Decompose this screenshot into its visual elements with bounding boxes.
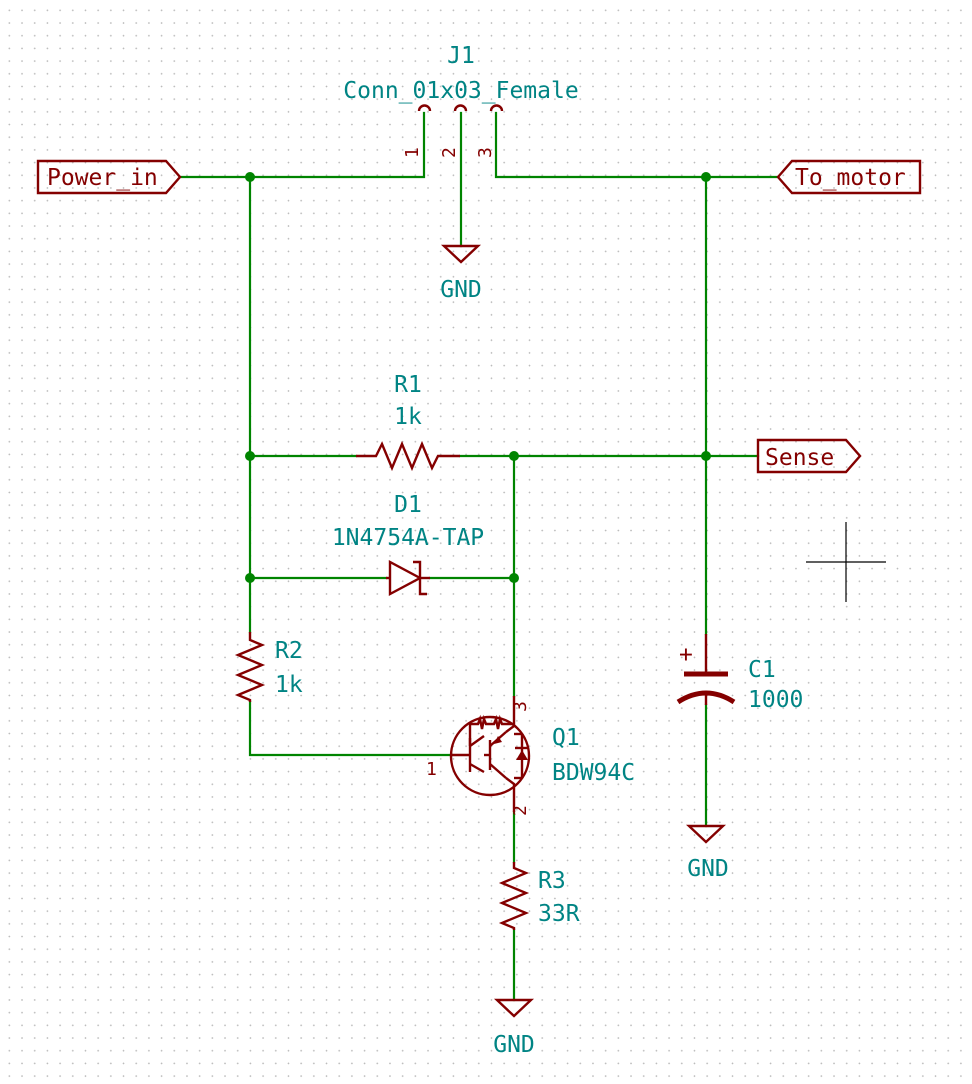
gnd-triangle (685, 824, 727, 844)
q1-pin-1: 1 (426, 759, 437, 780)
q1-body (449, 715, 531, 797)
q1-emitter-rail (505, 777, 516, 812)
diode-d1[interactable]: D1 1N4754A-TAP (332, 492, 484, 596)
q1-internal-resistor-2 (490, 714, 514, 730)
r1-zigzag (356, 440, 460, 472)
d1-triangle (388, 560, 423, 596)
j1-socket-2 (453, 104, 468, 112)
label-to-motor-text: To_motor (795, 165, 906, 191)
resistor-r3[interactable]: R3 33R (498, 862, 580, 930)
c1-ref: C1 (748, 657, 776, 683)
gnd-symbol-j1: GND (440, 244, 482, 303)
j1-ref: J1 (447, 43, 475, 69)
r3-value: 33R (538, 901, 580, 927)
junction-dot (245, 172, 255, 182)
junction-dot (701, 172, 711, 182)
wire-power-in (178, 111, 426, 179)
j1-pin-1: 1 (402, 147, 423, 158)
gnd-label-c1: GND (687, 856, 729, 882)
q1-internal-resistor-1 (468, 714, 490, 746)
transistor-q1[interactable]: 1 2 3 Q1 BDW94C (426, 696, 635, 816)
r1-ref: R1 (394, 372, 422, 398)
j1-value: Conn_01x03_Female (343, 78, 578, 104)
q1-t1-collector (469, 735, 485, 747)
j1-socket-3 (489, 104, 504, 112)
crosshair-cursor-icon (806, 522, 886, 602)
q1-value: BDW94C (552, 760, 635, 786)
q1-t2-collector (489, 763, 507, 779)
j1-pin-2: 2 (439, 147, 460, 158)
gnd-symbol-c1: GND (685, 824, 729, 882)
q1-pin-2: 2 (510, 805, 531, 816)
r3-zigzag (498, 862, 530, 930)
d1-ref: D1 (394, 492, 422, 518)
q1-pin-3: 3 (510, 701, 531, 712)
gnd-triangle (440, 244, 482, 264)
r1-value: 1k (394, 404, 422, 430)
resistor-r1[interactable]: R1 1k (356, 372, 460, 472)
gnd-triangle (493, 998, 535, 1018)
resistor-r2[interactable]: R2 1k (234, 632, 303, 702)
capacitor-c1[interactable]: + C1 1000 (676, 634, 803, 713)
r2-ref: R2 (275, 638, 303, 664)
q1-t1-emitter (469, 762, 485, 774)
q1-collector-rail (505, 696, 516, 733)
wire-r2-to-base (248, 700, 454, 757)
label-sense-flag (756, 438, 862, 474)
q1-ref: Q1 (552, 725, 580, 751)
label-power-in[interactable]: Power_in (36, 159, 182, 195)
d1-value: 1N4754A-TAP (332, 525, 484, 551)
j1-socket-1 (417, 104, 432, 112)
junction-dot (509, 573, 519, 583)
label-to-motor[interactable]: To_motor (776, 159, 922, 195)
gnd-symbol-r3: GND (493, 998, 535, 1058)
junction-dot (245, 451, 255, 461)
wire-to-motor (494, 111, 780, 179)
q1-arrow (494, 736, 502, 744)
junction-dot (509, 451, 519, 461)
c1-polarity: + (679, 642, 693, 668)
c1-value: 1000 (748, 687, 803, 713)
j1-pin-3: 3 (475, 147, 496, 158)
r2-zigzag (234, 632, 266, 702)
label-power-in-flag (36, 159, 182, 195)
r2-value: 1k (275, 672, 303, 698)
junction-dot (701, 451, 711, 461)
junctions (245, 172, 711, 583)
q1-diode-triangle (516, 750, 528, 760)
label-to-motor-flag (776, 159, 922, 195)
label-power-in-text: Power_in (47, 165, 158, 191)
junction-dot (245, 573, 255, 583)
label-sense-text: Sense (765, 445, 834, 471)
gnd-label-r3: GND (493, 1032, 535, 1058)
r3-ref: R3 (538, 868, 566, 894)
j1-connector[interactable]: 1 2 3 J1 Conn_01x03_Female (343, 43, 578, 158)
gnd-label-j1: GND (440, 277, 482, 303)
label-sense[interactable]: Sense (756, 438, 862, 474)
